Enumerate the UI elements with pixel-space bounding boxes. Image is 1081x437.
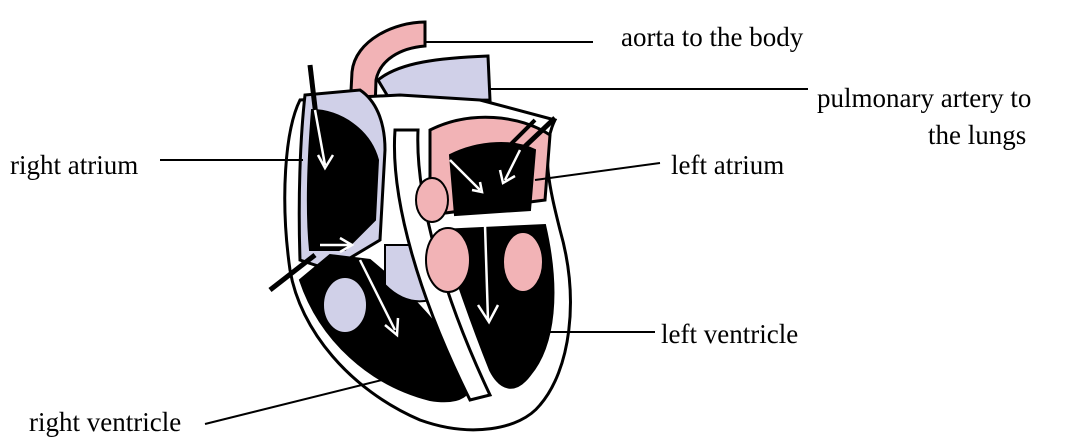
label-left-atrium: left atrium bbox=[671, 150, 784, 180]
atrial-valve-flap bbox=[416, 178, 448, 222]
mitral-valve-right bbox=[503, 232, 543, 292]
mitral-valve-left bbox=[426, 228, 470, 292]
label-pulmonary-line1: pulmonary artery to bbox=[817, 83, 1031, 113]
label-right-atrium: right atrium bbox=[10, 150, 138, 180]
label-right-ventricle: right ventricle bbox=[29, 407, 181, 437]
label-aorta: aorta to the body bbox=[621, 22, 804, 52]
tricuspid-valve bbox=[323, 277, 367, 333]
leader-left-atrium bbox=[535, 163, 660, 180]
heart-illustration bbox=[270, 22, 570, 430]
leader-right-ventricle bbox=[205, 378, 390, 424]
left-atrium-chamber bbox=[450, 143, 535, 215]
label-pulmonary-line2: the lungs bbox=[928, 120, 1026, 150]
label-left-ventricle: left ventricle bbox=[661, 319, 798, 349]
